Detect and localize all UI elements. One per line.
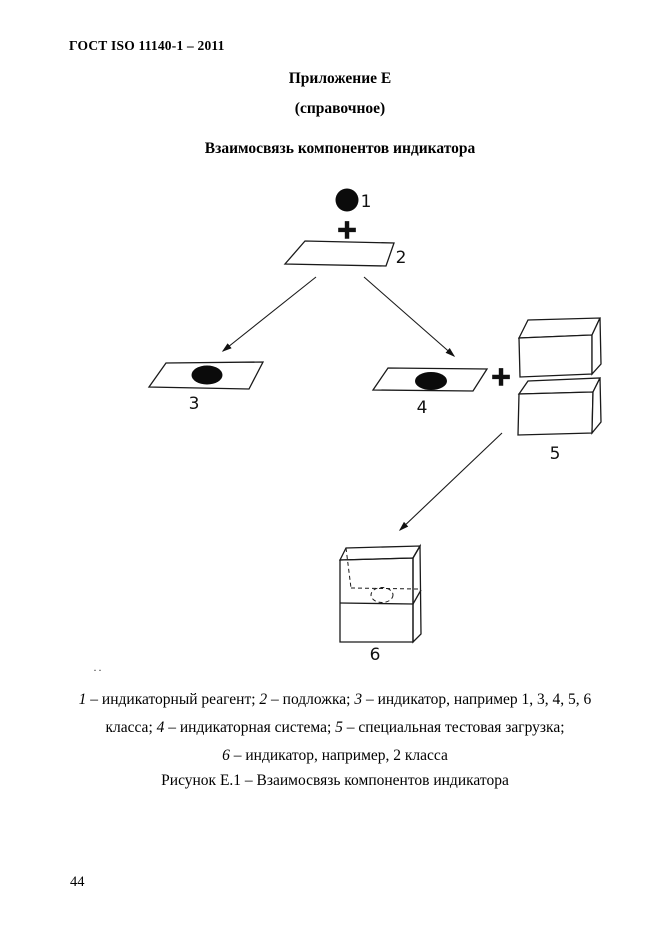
container-hidden-edge-horizontal (350, 587, 419, 590)
arrow-to-indicator-system (363, 276, 456, 357)
test-load-box-top (517, 317, 602, 378)
box-right-face (591, 317, 602, 376)
container-level-line-right (412, 589, 422, 605)
figure-caption: Рисунок Е.1 – Взаимосвязь компонентов ин… (161, 772, 509, 789)
page-number: 44 (70, 874, 85, 890)
arrow-to-class2-indicator (398, 432, 503, 532)
legend-line-3: 6 – индикатор, например, 2 класса (55, 742, 615, 770)
indicator-reagent-dot (335, 188, 359, 212)
class2-indicator-container (338, 543, 422, 644)
legend-key-2: 2 (259, 691, 268, 708)
legend-key-5: 5 (335, 719, 343, 736)
legend-key-1: 1 (78, 691, 87, 708)
diagram-label-4: 4 (417, 398, 428, 418)
legend-line-2: класса; 4 – индикаторная система; 5 – сп… (55, 714, 615, 742)
legend-line-1: 1 – индикаторный реагент; 2 – подложка; … (55, 686, 615, 714)
legend-key-3: 3 (354, 691, 363, 708)
box-front-face (517, 391, 594, 436)
test-load-box-bottom (517, 377, 602, 436)
legend-text: – индикатор, например, 2 класса (229, 747, 448, 764)
substrate-parallelogram (283, 240, 395, 267)
indicator-system-spot (415, 372, 447, 390)
legend-text: – подложка; (267, 691, 355, 708)
figure-legend: 1 – индикаторный реагент; 2 – подложка; … (55, 686, 615, 770)
container-level-line-front (339, 602, 414, 605)
container-right-face (412, 543, 422, 644)
scan-stray-mark: ·· (93, 663, 103, 677)
plus-icon: + (336, 215, 358, 245)
legend-key-6: 6 (222, 747, 230, 764)
indicator-spot (191, 365, 223, 385)
diagram-label-2: 2 (396, 248, 407, 268)
container-hidden-edge-vertical (345, 547, 352, 589)
legend-text: – индикаторный реагент; (86, 691, 260, 708)
appendix-type-heading: (справочное) (294, 100, 386, 117)
diagram-label-5: 5 (550, 444, 561, 464)
diagram-label-6: 6 (370, 645, 381, 665)
legend-text: – индикаторная система; (164, 719, 336, 736)
indicator-inside-container (370, 587, 394, 603)
diagram-label-1: 1 (361, 192, 372, 212)
box-front-face (518, 334, 593, 378)
box-right-face (591, 377, 602, 435)
document-number: ГОСТ ISO 11140-1 – 2011 (69, 38, 225, 53)
legend-text: класса; (105, 719, 157, 736)
indicator-components-diagram: 1 + 2 3 4 + 5 (147, 188, 602, 665)
legend-key-4: 4 (156, 719, 165, 736)
appendix-heading: Приложение Е (288, 70, 392, 87)
legend-text: – специальная тестовая загрузка; (342, 719, 565, 736)
section-title: Взаимосвязь компонентов индикатора (204, 140, 476, 157)
diagram-label-3: 3 (189, 394, 200, 414)
container-front-face (339, 557, 414, 643)
legend-text: – индикатор, например 1, 3, 4, 5, 6 (362, 691, 592, 708)
arrow-to-indicator (221, 276, 317, 352)
plus-icon: + (490, 362, 512, 392)
